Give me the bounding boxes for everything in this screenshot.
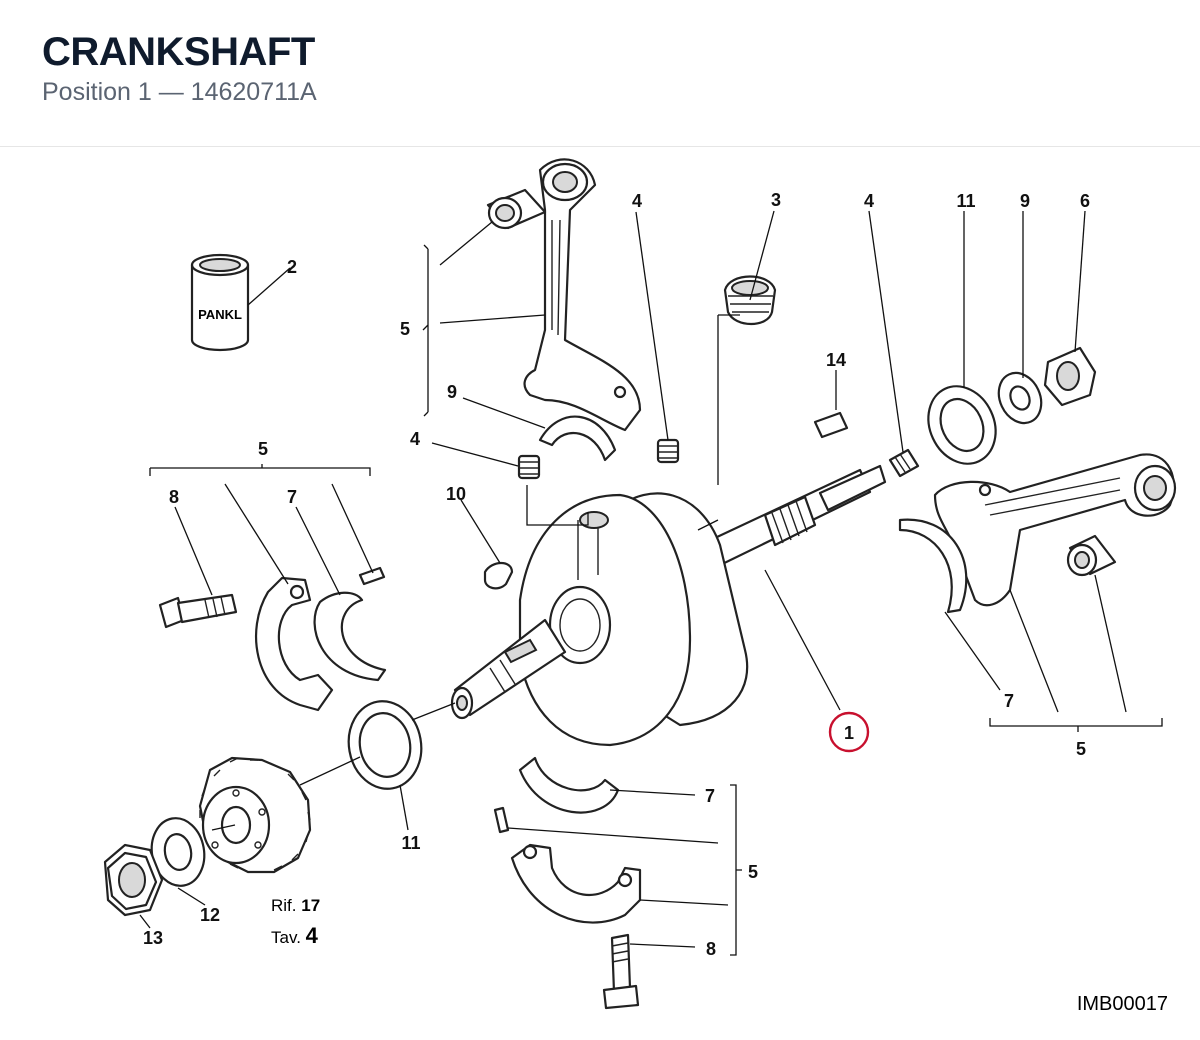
part-9-washer[interactable] bbox=[991, 366, 1049, 430]
left-dowel-pin[interactable] bbox=[358, 566, 386, 586]
timing-gear[interactable] bbox=[198, 756, 312, 874]
callout-5[interactable]: 5 bbox=[400, 319, 410, 339]
callout-4[interactable]: 4 bbox=[410, 429, 420, 449]
callout-9[interactable]: 9 bbox=[447, 382, 457, 402]
header: CRANKSHAFT Position 1 — 14620711A bbox=[0, 0, 1200, 147]
part-8-bolt-lower[interactable] bbox=[602, 933, 640, 1010]
callout-8[interactable]: 8 bbox=[169, 487, 179, 507]
exploded-parts-diagram: PANKL bbox=[0, 146, 1200, 1035]
part-10-key[interactable] bbox=[483, 561, 514, 590]
gear-reference: Rif. 17 Tav. 4 bbox=[271, 896, 320, 948]
callout-5[interactable]: 5 bbox=[748, 862, 758, 882]
lower-bearing-cap[interactable] bbox=[510, 843, 642, 924]
part-8-bolt-left[interactable] bbox=[158, 593, 238, 629]
page-subtitle: Position 1 — 14620711A bbox=[42, 78, 317, 106]
callout-4[interactable]: 4 bbox=[864, 191, 874, 211]
upper-connecting-rod[interactable] bbox=[523, 158, 642, 432]
part-13-nut[interactable] bbox=[103, 843, 164, 917]
upper-rod-bushing[interactable] bbox=[486, 188, 547, 230]
page-title: CRANKSHAFT bbox=[42, 30, 315, 74]
callout-6[interactable]: 6 bbox=[1080, 191, 1090, 211]
part-1-crankshaft[interactable] bbox=[450, 464, 887, 747]
callout-5[interactable]: 5 bbox=[258, 439, 268, 459]
callout-13[interactable]: 13 bbox=[143, 928, 163, 948]
callout-12[interactable]: 12 bbox=[200, 905, 220, 925]
callout-5[interactable]: 5 bbox=[1076, 739, 1086, 759]
part-3-threaded-plug[interactable] bbox=[723, 275, 777, 325]
part-2-piston-pin[interactable]: PANKL bbox=[190, 253, 250, 352]
part-11-thrust-washer-left[interactable] bbox=[342, 695, 428, 794]
part-11-thrust-washer-right[interactable] bbox=[916, 375, 1008, 475]
callout-14[interactable]: 14 bbox=[826, 350, 846, 370]
grub-screw-4b[interactable] bbox=[656, 438, 680, 464]
brand-label: PANKL bbox=[198, 307, 242, 322]
part-6-nut[interactable] bbox=[1043, 346, 1097, 407]
callout-7[interactable]: 7 bbox=[287, 487, 297, 507]
upper-rod-bearing-shell[interactable] bbox=[538, 415, 617, 462]
left-bearing-cap[interactable] bbox=[255, 576, 334, 712]
left-bearing-shell[interactable] bbox=[313, 591, 387, 682]
callout-11[interactable]: 11 bbox=[956, 191, 975, 211]
part-12-washer[interactable] bbox=[146, 814, 209, 890]
callout-2[interactable]: 2 bbox=[287, 257, 297, 277]
diagram-code: IMB00017 bbox=[1077, 993, 1168, 1015]
callout-7[interactable]: 7 bbox=[1004, 691, 1014, 711]
tav-reference: Tav. 4 bbox=[271, 923, 319, 948]
callout-labels: 5 9 4 4 3 4 11 9 6 14 2 10 5 8 7 11 12 1… bbox=[143, 190, 1090, 959]
callout-7[interactable]: 7 bbox=[705, 786, 715, 806]
callout-4[interactable]: 4 bbox=[632, 191, 642, 211]
rif-reference: Rif. 17 bbox=[271, 896, 320, 915]
part-14-woodruff-key[interactable] bbox=[813, 411, 849, 439]
callout-3[interactable]: 3 bbox=[771, 190, 781, 210]
right-rod-bushing[interactable] bbox=[1066, 534, 1117, 577]
grub-screw-4c[interactable] bbox=[888, 448, 920, 478]
callout-8[interactable]: 8 bbox=[706, 939, 716, 959]
right-connecting-rod[interactable] bbox=[933, 453, 1177, 607]
callout-11[interactable]: 11 bbox=[401, 833, 420, 853]
grub-screw-4a[interactable] bbox=[517, 454, 541, 480]
callout-9[interactable]: 9 bbox=[1020, 191, 1030, 211]
leader-lines bbox=[139, 210, 1163, 956]
lower-bearing-shell[interactable] bbox=[518, 756, 620, 814]
right-rod-bearing-shell[interactable] bbox=[898, 518, 968, 614]
callout-10[interactable]: 10 bbox=[446, 484, 466, 504]
callout-1: 1 bbox=[844, 723, 854, 743]
lower-dowel-pin[interactable] bbox=[493, 806, 510, 834]
highlighted-callout-1[interactable]: 1 bbox=[828, 711, 870, 753]
